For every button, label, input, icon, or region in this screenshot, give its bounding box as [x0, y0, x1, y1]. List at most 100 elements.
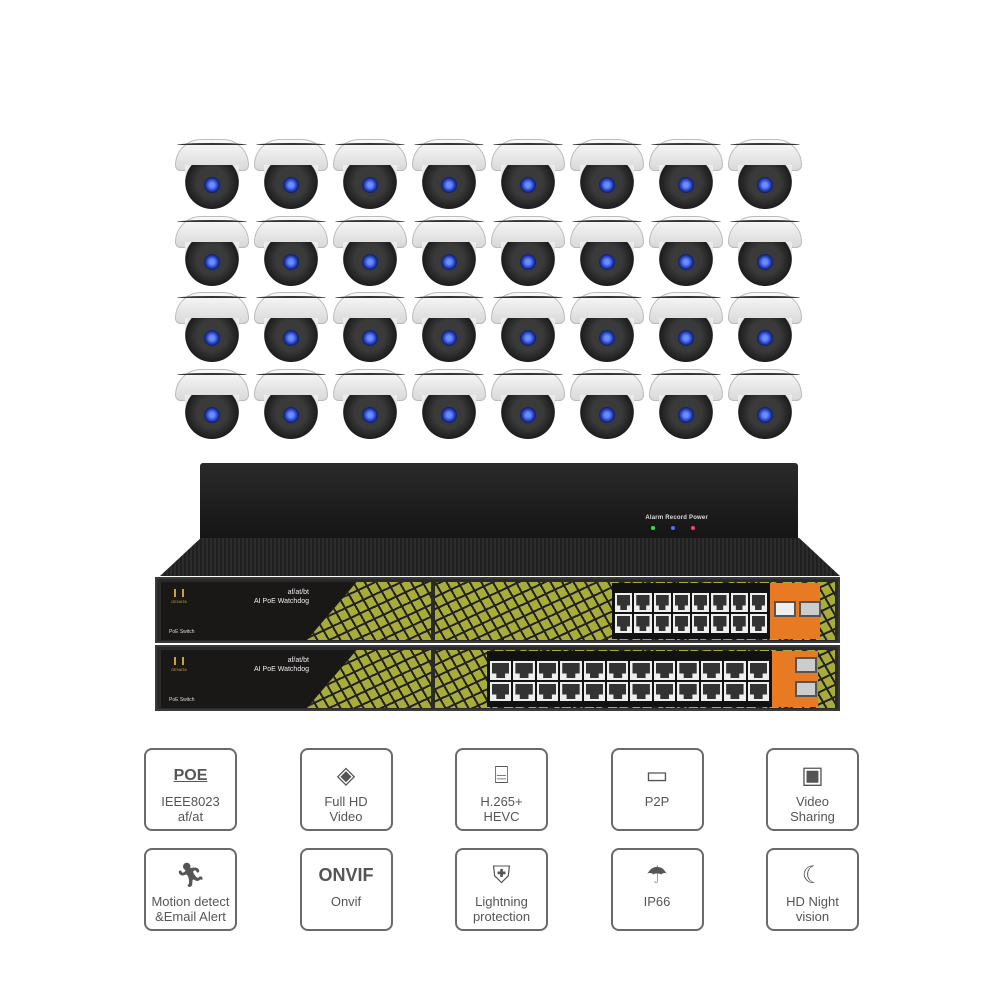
camera-lens	[362, 330, 378, 346]
dome-camera	[410, 367, 488, 443]
camera-lens	[441, 406, 457, 423]
rj45-port	[749, 614, 767, 633]
dome-camera	[410, 214, 488, 290]
feature-label: Full HD Video	[324, 794, 368, 824]
dome-camera	[726, 367, 804, 443]
feature-badge: ▣ Video Sharing	[766, 748, 859, 831]
codec-lock-icon: ⌸	[494, 761, 509, 789]
umbrella-rain-icon: ☂	[646, 861, 668, 889]
camera-lens	[520, 253, 536, 270]
rj45-port	[615, 593, 633, 612]
dome-camera	[647, 290, 725, 366]
rj45-port	[747, 661, 769, 680]
feature-label: P2P	[644, 794, 670, 809]
camera-lens	[204, 253, 220, 270]
dome-camera	[252, 137, 330, 213]
rj45-port	[513, 682, 535, 701]
dome-camera	[489, 137, 567, 213]
brand-logo: GENATA	[171, 589, 187, 604]
power-led	[691, 526, 695, 530]
rj45-port	[749, 593, 767, 612]
dome-camera	[410, 137, 488, 213]
switch-feature: AI PoE Watchdog	[254, 666, 309, 673]
dome-camera	[331, 214, 409, 290]
rj45-port	[634, 593, 652, 612]
camera-lens	[599, 330, 615, 346]
rj45-port	[747, 682, 769, 701]
camera-lens	[757, 406, 773, 423]
camera-lens	[757, 253, 773, 270]
feature-label: Lightning protection	[472, 894, 531, 924]
running-man-icon: 🏃︎	[175, 861, 206, 889]
camera-lens	[283, 253, 299, 270]
camera-lens	[204, 177, 220, 193]
feature-label: Video Sharing	[790, 794, 835, 824]
feature-badge: ONVIF Onvif	[299, 848, 393, 931]
rj45-port	[672, 614, 690, 633]
feature-label: H.265+ HEVC	[480, 794, 523, 824]
camera-lens	[757, 177, 773, 193]
poe-icon: POE	[173, 766, 208, 784]
rj45-port	[607, 682, 629, 701]
feature-badge: ◈Full HD Video	[299, 748, 393, 831]
dome-camera	[331, 290, 409, 366]
sfp-port-2	[795, 681, 817, 697]
feature-label: Onvif	[330, 894, 362, 909]
rj45-port	[700, 661, 723, 680]
feature-badge: ⛨ Lightning protection	[455, 848, 548, 931]
rj45-port	[653, 661, 676, 680]
camera-lens	[520, 330, 536, 346]
dome-camera	[489, 214, 567, 290]
rj45-port	[711, 593, 729, 612]
sfp-port	[799, 601, 821, 617]
rj45-port	[724, 682, 746, 701]
alarm-led	[651, 526, 655, 530]
rj45-port	[536, 661, 559, 680]
sfp-port-1	[795, 657, 817, 673]
camera-lens	[362, 177, 378, 193]
rj45-port	[692, 614, 710, 633]
dome-camera	[489, 367, 567, 443]
rj45-port	[677, 661, 699, 680]
feature-label: IP66	[643, 894, 671, 909]
rj45-port	[560, 682, 582, 701]
onvif-icon: ONVIF	[318, 864, 374, 885]
dome-camera	[173, 290, 251, 366]
switch-standard: af/at/bt	[287, 657, 309, 664]
camera-lens	[283, 330, 299, 346]
devices-share-icon: ▣	[801, 761, 824, 789]
camera-lens	[757, 330, 773, 346]
shield-lightning-icon: ⛨	[492, 861, 511, 889]
camera-lens	[441, 330, 457, 346]
camera-lens	[678, 253, 694, 270]
lan-port	[774, 601, 796, 617]
brand-logo: GENATA	[171, 657, 187, 672]
camera-lens	[283, 177, 299, 193]
feature-badge: ▭P2P	[610, 748, 704, 831]
dome-camera	[252, 214, 330, 290]
camera-lens	[441, 177, 457, 193]
feature-badge: ⌸ H.265+ HEVC	[455, 748, 548, 831]
dome-camera	[173, 137, 251, 213]
dome-camera	[647, 367, 725, 443]
dome-camera	[568, 137, 646, 213]
nvr-grille	[160, 538, 840, 576]
rj45-port	[730, 593, 748, 612]
rj45-port	[653, 593, 671, 612]
record-led	[671, 526, 675, 530]
camera-lens	[678, 177, 694, 193]
dome-camera	[568, 214, 646, 290]
camera-lens	[441, 253, 457, 270]
rj45-port	[634, 614, 652, 633]
camera-lens	[599, 253, 615, 270]
rj45-port	[711, 614, 729, 633]
rj45-ports	[487, 651, 772, 707]
nvr-recorder: Alarm Record Power	[200, 463, 798, 541]
rj45-port	[672, 593, 690, 612]
rj45-ports	[612, 583, 770, 639]
dome-camera	[568, 290, 646, 366]
dome-camera	[726, 137, 804, 213]
